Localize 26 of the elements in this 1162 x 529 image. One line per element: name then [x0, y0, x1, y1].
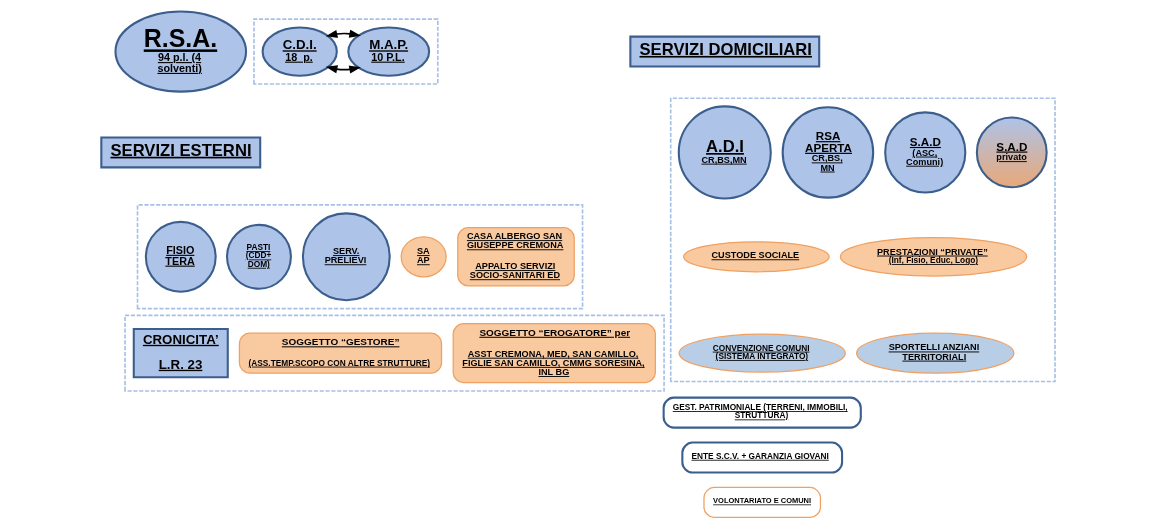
node-circle: FISIO TERA — [144, 220, 217, 293]
node-circle: RSA APERTA CR,BS,MN — [781, 106, 874, 199]
node-box: ENTE S.C.V. + GARANZIA GIOVANI — [680, 441, 843, 474]
node-circle: PASTI (CDD+ DOM) — [225, 223, 292, 290]
node-box: SERVIZI DOMICILIARI — [628, 35, 820, 68]
node-box: SOGGETTO “EROGATORE” per ASST CREMONA, MED, SAN CAMILLO, FIGLIE SAN CAMILLO, CMMG SORESINA, INL BG — [452, 323, 656, 384]
node-ellipse: CONVENZIONE COMUNI (SISTEMA INTEGRATO) — [678, 333, 846, 373]
cluster — [123, 314, 665, 392]
node-ellipse: PRESTAZIONI “PRIVATE” (Inf, Fisio, Educ, Logo) — [839, 236, 1027, 277]
cluster — [136, 204, 583, 310]
cluster — [669, 97, 1056, 383]
node-box: CRONICITA’ L.R. 23 — [132, 327, 229, 379]
node-ellipse: SA AP — [400, 236, 447, 278]
node-ellipse: SPORTELLI ANZIANI TERRITORIALI — [855, 332, 1014, 374]
cluster — [252, 18, 439, 85]
node-box: VOLONTARIATO E COMUNI — [702, 486, 821, 519]
node-circle: A.D.I CR,BS,MN — [677, 105, 772, 200]
node-circle: S.A.D privato — [975, 116, 1048, 189]
node-box: GEST. PATRIMONIALE (TERRENI, IMMOBILI, STRUTTURA) — [662, 396, 862, 429]
node-box: CASA ALBERGO SAN GIUSEPPE CREMONA APPALTO SERVIZI SOCIO-SANITARI ED — [456, 227, 575, 287]
node-box: SOGGETTO “GESTORE” (ASS.TEMP.SCOPO CON ALTRE STRUTTURE) — [238, 332, 442, 374]
node-circle: S.A.D (ASC, Comuni) — [883, 111, 966, 194]
node-box: SERVIZI ESTERNI — [99, 136, 261, 169]
node-ellipse: CUSTODE SOCIALE — [682, 241, 830, 273]
node-circle: SERV. PRELIEVI — [301, 212, 391, 302]
node-ellipse: R.S.A. 94 p.l. (4 solventi) — [113, 10, 247, 93]
